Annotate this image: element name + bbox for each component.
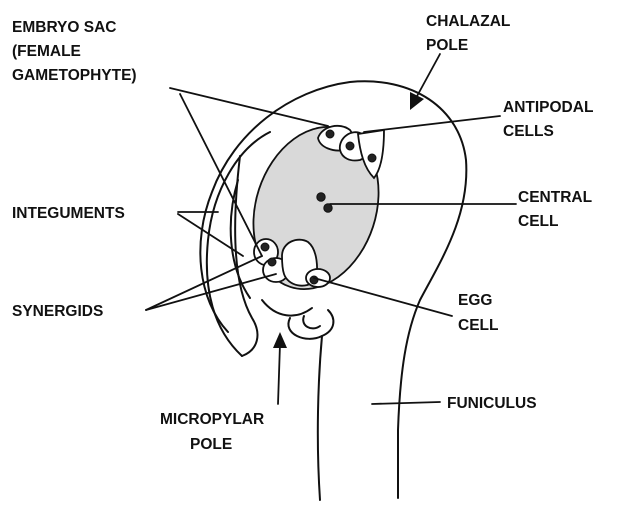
synergids-label: SYNERGIDS [12,303,103,320]
chalazal-pole-label: CHALAZAL POLE [426,13,514,54]
funiculus-label: FUNICULUS [447,395,537,412]
micropylar-lobe-left [262,300,312,316]
egg-cell-leader [314,278,452,316]
chalazal-pole-arrow-line [416,54,440,98]
central-cell-label: CENTRAL CELL [518,189,596,230]
integument-inner [231,180,250,298]
synergid-nucleus-2 [268,258,276,266]
micropylar-pole-arrow-line [278,344,280,404]
synergid-nucleus-1 [261,243,269,251]
egg-cell-label: EGG CELL [458,292,498,334]
integuments-label: INTEGUMENTS [12,205,125,222]
antipodal-nucleus-2 [346,142,354,150]
embryo-sac-leader-2 [180,94,262,256]
funiculus-leader [372,402,440,404]
micropylar-pole-label: MICROPYLAR POLE [160,411,269,453]
antipodal-cells-leader [364,116,500,132]
antipodal-nucleus-3 [368,154,376,162]
antipodal-nucleus-1 [326,130,334,138]
embryo-sac-label: EMBRYO SAC (FEMALE GAMETOPHYTE) [12,19,137,84]
micropylar-lobe-small [303,316,320,328]
polar-nucleus-2 [324,204,332,212]
polar-nucleus-1 [317,193,325,201]
antipodal-cells-label: ANTIPODAL CELLS [503,99,597,140]
funiculus-left-edge [318,336,322,500]
micropylar-pole-arrowhead [273,332,287,348]
